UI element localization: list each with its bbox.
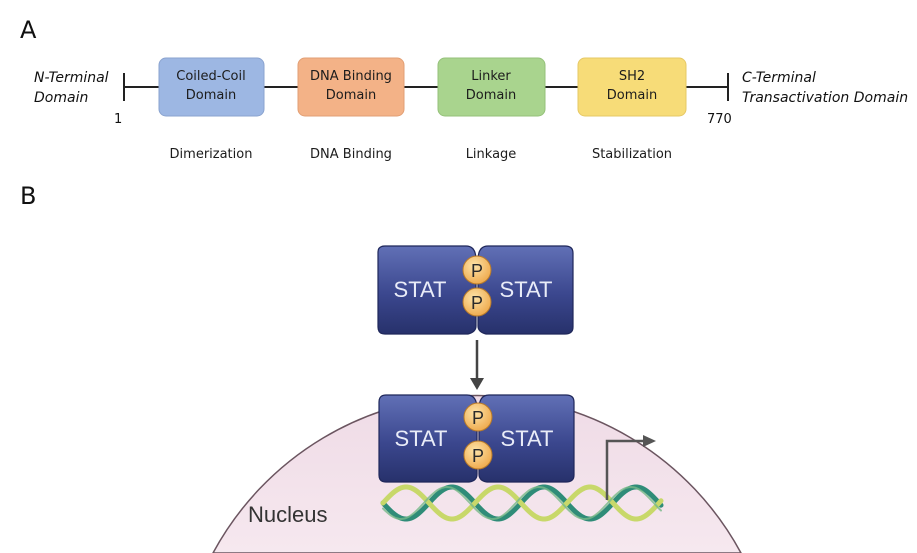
domain-sh2: SH2 Domain — [577, 57, 687, 117]
stat-dimer-cytoplasm: STAT STAT P P — [377, 245, 574, 335]
domain-dna-binding-line2: Domain — [326, 88, 376, 103]
stat-dimer-nucleus: STAT STAT P P — [378, 394, 575, 483]
phospho-circle-bottom-lower — [463, 440, 493, 470]
transcription-start-arrow — [605, 439, 645, 500]
function-dna-binding: DNA Binding — [310, 147, 392, 162]
c-terminal-label-line1: C-Terminal — [742, 70, 816, 86]
domain-linker-line2: Domain — [466, 88, 516, 103]
stat-monomer-right-nuclear — [478, 394, 575, 483]
phospho-circle-top-upper — [462, 255, 492, 285]
phospho-circle-top-lower — [462, 287, 492, 317]
phospho-label-bottom-upper: P — [472, 408, 484, 428]
domain-coiled-coil-line2: Domain — [186, 88, 236, 103]
phospho-label-top-lower: P — [471, 293, 483, 313]
stat-monomer-right — [477, 245, 574, 335]
c-terminal-label-line2: Transactivation Domain — [742, 90, 908, 106]
panel-b-label: B — [20, 182, 36, 210]
domain-coiled-coil: Coiled-Coil Domain — [158, 57, 265, 117]
dna-strand-a-highlight — [382, 485, 662, 521]
stat-monomer-left — [377, 245, 477, 335]
n-terminal-label-line1: N-Terminal — [34, 70, 109, 86]
n-terminal-position: 1 — [114, 112, 122, 127]
translocation-arrow-head — [470, 378, 484, 390]
transcription-arrow-head — [643, 435, 656, 447]
stat-label-right-bottom: STAT — [501, 426, 554, 451]
function-stabilization: Stabilization — [592, 147, 672, 162]
phospho-circle-bottom-upper — [463, 402, 493, 432]
function-linkage: Linkage — [466, 147, 517, 162]
dna-helix — [380, 484, 664, 522]
c-terminal-position: 770 — [707, 112, 732, 127]
domain-dna-binding: DNA Binding Domain — [297, 57, 405, 117]
nucleus-label: Nucleus — [248, 502, 327, 527]
domain-linker: Linker Domain — [437, 57, 546, 117]
dna-strand-b — [380, 484, 664, 522]
domain-dna-binding-line1: DNA Binding — [310, 69, 392, 84]
phospho-label-bottom-lower: P — [472, 446, 484, 466]
stat-label-left-bottom: STAT — [395, 426, 448, 451]
panel-a-label: A — [20, 16, 37, 44]
stat-monomer-left-nuclear — [378, 394, 478, 483]
phospho-label-top-upper: P — [471, 261, 483, 281]
domain-coiled-coil-line1: Coiled-Coil — [176, 69, 245, 84]
stat-label-left-top: STAT — [394, 277, 447, 302]
stat-label-right-top: STAT — [500, 277, 553, 302]
domain-sh2-line1: SH2 — [619, 69, 645, 84]
function-dimerization: Dimerization — [170, 147, 253, 162]
domain-sh2-line2: Domain — [607, 88, 657, 103]
n-terminal-label-line2: Domain — [34, 90, 88, 106]
domain-linker-line1: Linker — [471, 69, 511, 84]
